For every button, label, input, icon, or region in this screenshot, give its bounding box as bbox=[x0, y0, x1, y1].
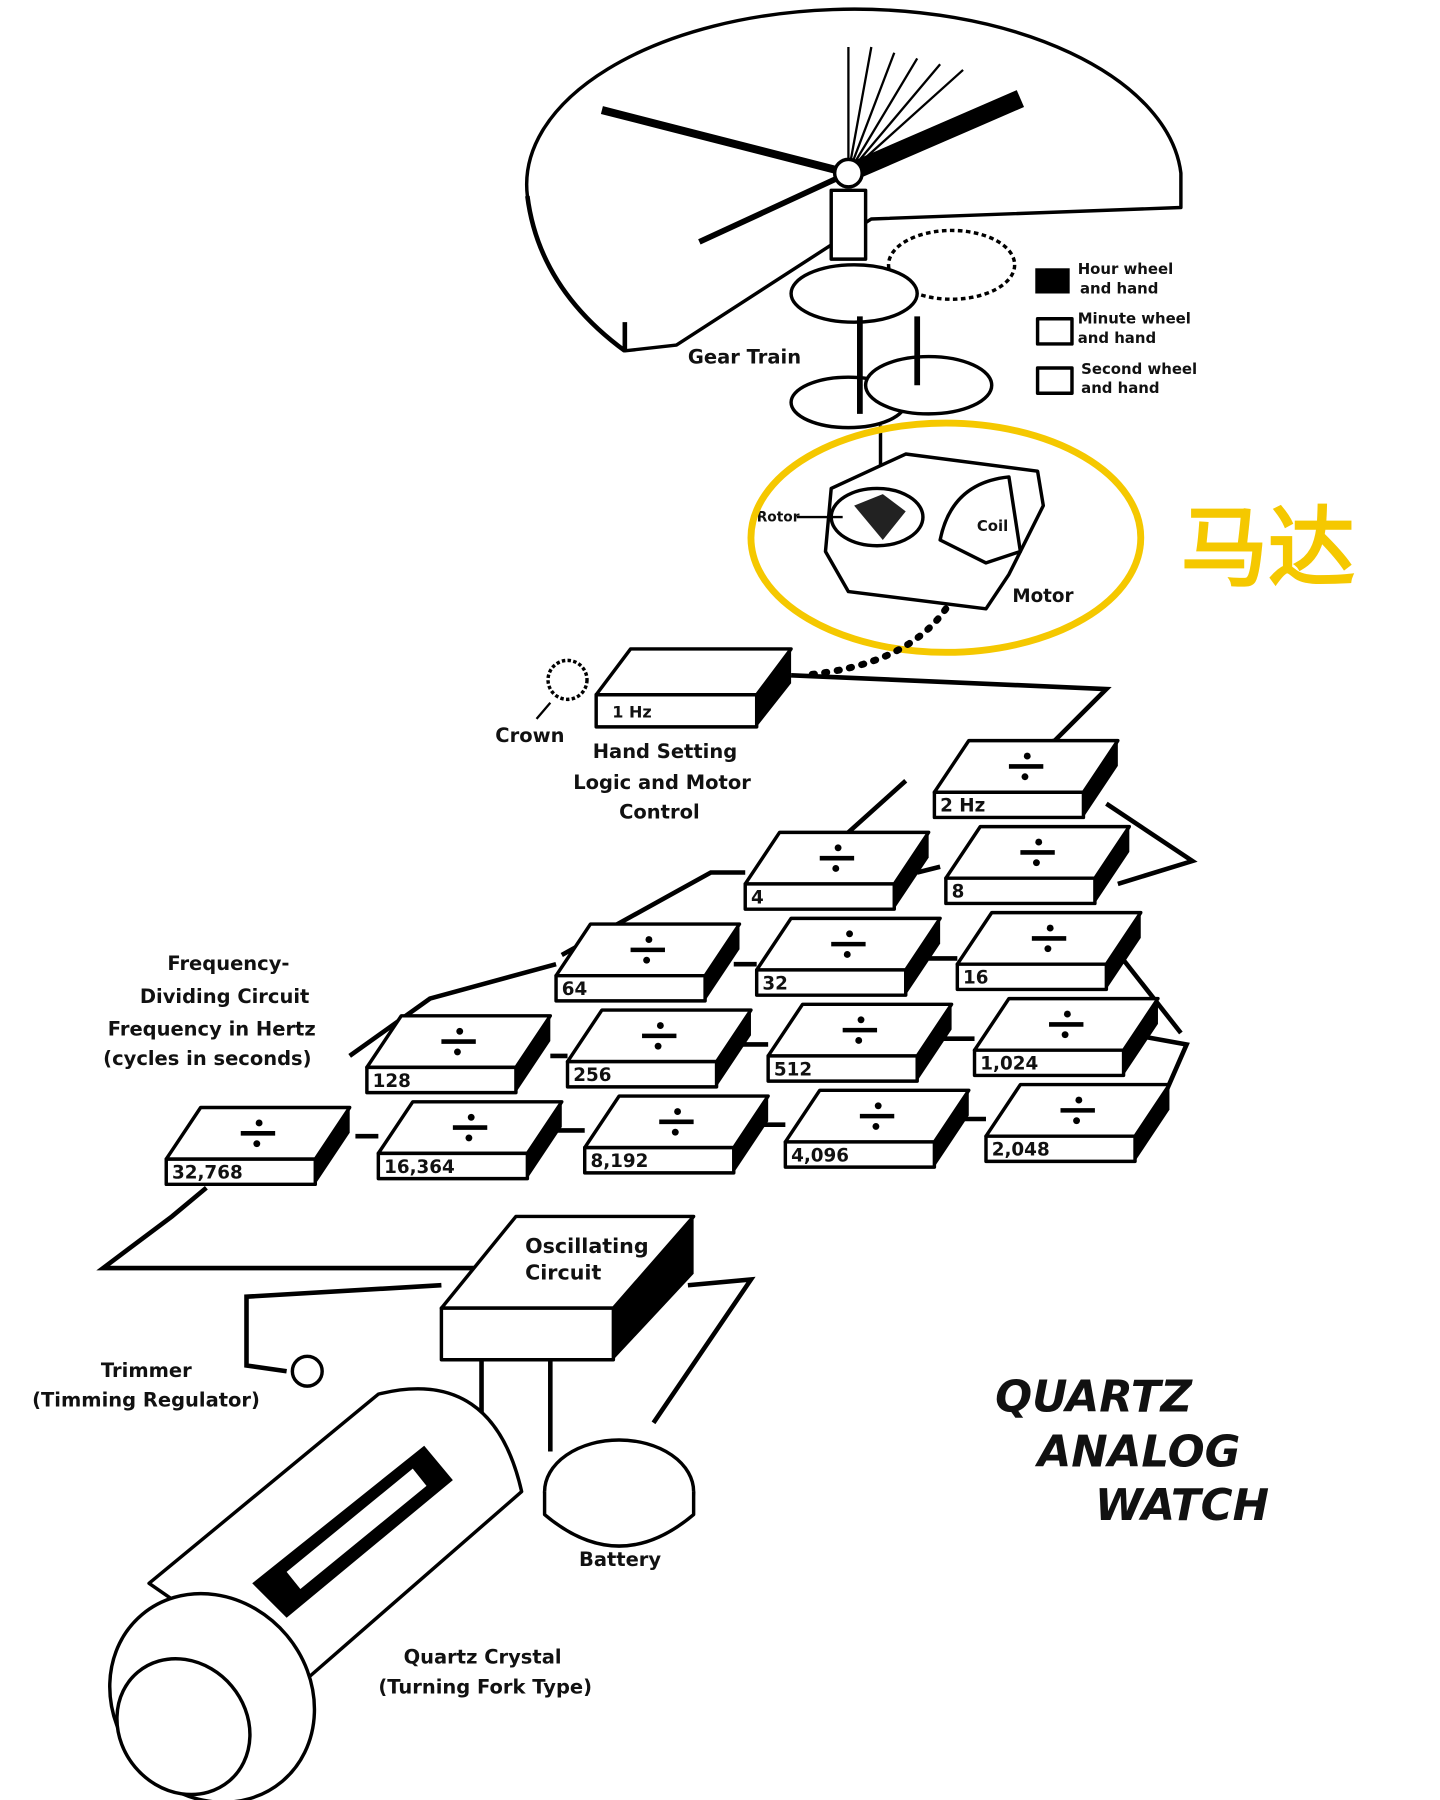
divider-block: 8 bbox=[944, 824, 1132, 906]
divide-icon bbox=[859, 1102, 895, 1130]
coil-label: Coil bbox=[977, 517, 1008, 535]
divider-block: 1,024 bbox=[972, 996, 1160, 1078]
divide-icon bbox=[452, 1113, 488, 1142]
divide-icon bbox=[630, 936, 665, 964]
divider-label: 2 Hz bbox=[940, 796, 985, 817]
battery bbox=[542, 1438, 696, 1548]
divider-label: 32 bbox=[762, 973, 788, 994]
trimmer-label-1: Trimmer bbox=[101, 1359, 192, 1382]
divide-icon bbox=[1049, 1010, 1084, 1039]
divider-label: 128 bbox=[373, 1071, 411, 1092]
divider-block: 8,192 bbox=[582, 1094, 770, 1175]
divider-block: 4 bbox=[743, 830, 931, 911]
hand-setting-label-1: Hand Setting bbox=[593, 740, 737, 763]
legend-hour-1: Hour wheel bbox=[1078, 260, 1173, 278]
divider-label: 16 bbox=[963, 968, 989, 989]
oscillating-circuit bbox=[439, 1214, 696, 1362]
divider-block: 32 bbox=[754, 916, 942, 997]
divider-block: 256 bbox=[565, 1008, 753, 1089]
title: QUARTZ ANALOG WATCH bbox=[995, 1372, 1269, 1531]
legend-second-1: Second wheel bbox=[1081, 360, 1197, 378]
divider-label: 4 bbox=[751, 887, 764, 908]
divider-label: 16,364 bbox=[384, 1157, 455, 1178]
legend-second-2: and hand bbox=[1081, 379, 1159, 397]
divider-label: 256 bbox=[573, 1065, 611, 1086]
trimmer-label-2: (Timming Regulator) bbox=[32, 1389, 260, 1412]
crown-label: Crown bbox=[495, 724, 564, 747]
motor-annotation: 马达 bbox=[1181, 497, 1355, 599]
divide-icon bbox=[819, 844, 855, 872]
divider-block: 4,096 bbox=[783, 1088, 971, 1169]
divider-label: 64 bbox=[562, 979, 588, 1000]
gears bbox=[789, 228, 1017, 495]
one-hz-label: 1 Hz bbox=[612, 703, 652, 722]
rotor-label: Rotor bbox=[757, 510, 800, 526]
motor bbox=[796, 452, 1046, 611]
watch-dial bbox=[525, 7, 1183, 495]
oscillating-label-2: Circuit bbox=[525, 1260, 601, 1284]
divide-icon bbox=[659, 1108, 694, 1136]
divider-block: 2,048 bbox=[984, 1082, 1172, 1164]
trimmer bbox=[290, 1354, 324, 1388]
oscillating-label-1: Oscillating bbox=[525, 1234, 649, 1258]
divide-icon bbox=[842, 1016, 878, 1044]
hand-setting-block bbox=[535, 647, 793, 729]
divide-icon bbox=[1008, 752, 1044, 781]
divide-icon bbox=[1060, 1096, 1095, 1125]
hand-setting-label-3: Control bbox=[619, 801, 700, 824]
divide-icon bbox=[1020, 838, 1055, 867]
freq-label-1: Frequency- bbox=[167, 952, 289, 975]
crystal-label-1: Quartz Crystal bbox=[404, 1646, 562, 1669]
legend: Hour wheel and hand Minute wheel and han… bbox=[1035, 260, 1197, 397]
divide-icon bbox=[240, 1119, 276, 1148]
divider-label: 8,192 bbox=[590, 1151, 648, 1172]
divider-block: 64 bbox=[554, 922, 742, 1003]
motor-label: Motor bbox=[1012, 586, 1073, 607]
divide-icon bbox=[642, 1022, 677, 1050]
freq-label-4: (cycles in seconds) bbox=[103, 1047, 311, 1070]
divider-label: 8 bbox=[952, 882, 965, 903]
divide-icon bbox=[1031, 924, 1067, 953]
crystal-label-2: (Turning Fork Type) bbox=[378, 1675, 592, 1698]
legend-hour-2: and hand bbox=[1080, 280, 1158, 298]
quartz-crystal bbox=[108, 1387, 524, 1800]
divide-icon bbox=[831, 930, 866, 958]
divider-block: 2 Hz bbox=[932, 738, 1120, 820]
divider-label: 2,048 bbox=[992, 1140, 1050, 1161]
divider-block: 16 bbox=[955, 910, 1143, 992]
gear-train-label: Gear Train bbox=[688, 345, 801, 368]
divide-icon bbox=[441, 1027, 476, 1056]
hand-setting-label-2: Logic and Motor bbox=[573, 771, 751, 794]
battery-label: Battery bbox=[579, 1548, 661, 1571]
divider-block: 128 bbox=[365, 1014, 553, 1095]
divider-block: 32,768 bbox=[164, 1105, 352, 1187]
divider-block: 16,364 bbox=[376, 1100, 564, 1181]
divider-label: 512 bbox=[774, 1059, 812, 1080]
freq-label-3: Frequency in Hertz bbox=[108, 1017, 316, 1040]
title-line-2: ANALOG bbox=[1035, 1427, 1241, 1477]
divider-label: 1,024 bbox=[980, 1054, 1038, 1075]
title-line-3: WATCH bbox=[1095, 1481, 1269, 1531]
divider-block: 512 bbox=[766, 1002, 954, 1083]
title-line-1: QUARTZ bbox=[995, 1372, 1193, 1422]
freq-label-2: Dividing Circuit bbox=[140, 985, 309, 1008]
highlight-ellipse bbox=[747, 419, 1145, 656]
legend-minute-2: and hand bbox=[1078, 329, 1156, 347]
frequency-dividers: 2 Hz 4 8 64 32 16 128 256 512 1,024 32,7… bbox=[164, 738, 1172, 1187]
divider-label: 32,768 bbox=[172, 1163, 243, 1184]
legend-minute-1: Minute wheel bbox=[1078, 309, 1191, 327]
divider-label: 4,096 bbox=[791, 1145, 849, 1166]
